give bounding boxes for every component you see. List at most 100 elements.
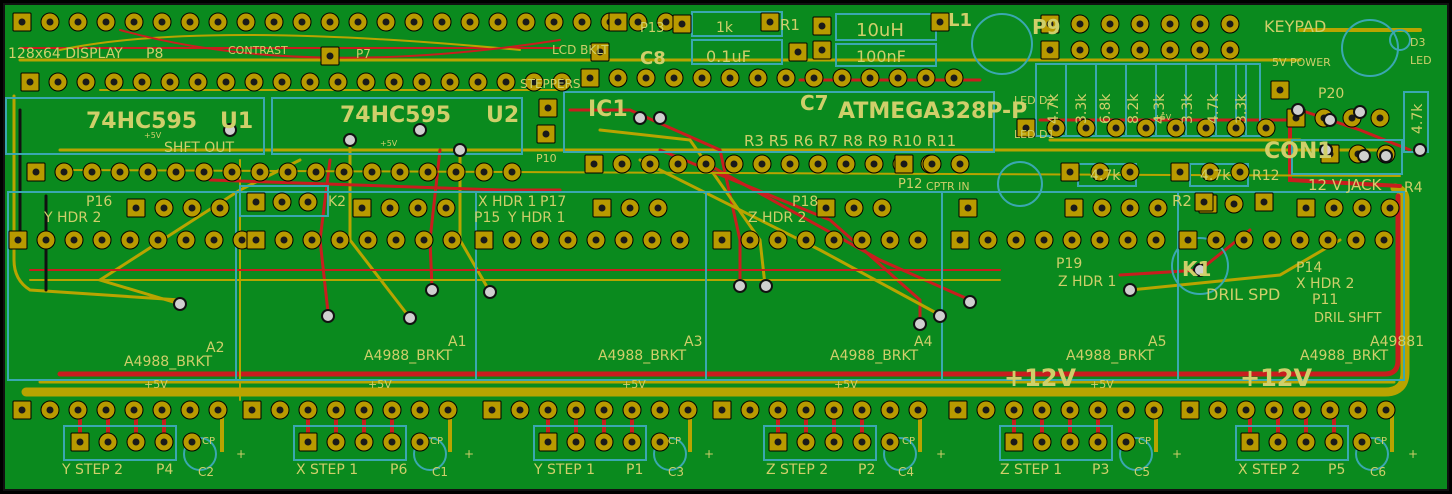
pad-drill bbox=[786, 160, 794, 168]
pad-drill bbox=[886, 406, 894, 414]
label-x-step1: X STEP 1 bbox=[296, 462, 358, 478]
pad-drill bbox=[684, 406, 692, 414]
pad-drill bbox=[360, 438, 368, 446]
pad-drill bbox=[600, 438, 608, 446]
via bbox=[759, 279, 773, 293]
label-y-step2: Y STEP 2 bbox=[61, 462, 123, 478]
pad-drill bbox=[298, 18, 306, 26]
label-l1: L1 bbox=[948, 10, 972, 31]
pad-drill bbox=[188, 204, 196, 212]
label-cp: CP bbox=[202, 436, 215, 447]
pad-drill bbox=[276, 406, 284, 414]
pad-drill bbox=[1324, 236, 1332, 244]
pad-drill bbox=[1076, 46, 1084, 54]
pad-drill bbox=[782, 74, 790, 82]
label-p16: P16 bbox=[86, 194, 112, 210]
pad-drill bbox=[646, 160, 654, 168]
pad-drill bbox=[678, 20, 686, 28]
pad-drill bbox=[1098, 204, 1106, 212]
label-con1: CON1 bbox=[1264, 139, 1333, 164]
pad-drill bbox=[340, 168, 348, 176]
pad-drill bbox=[1184, 236, 1192, 244]
pad-drill bbox=[326, 18, 334, 26]
pad-drill bbox=[446, 78, 454, 86]
pad-drill bbox=[186, 406, 194, 414]
keypad-resistor-value: 3.3k bbox=[1180, 93, 1196, 124]
pad-drill bbox=[858, 438, 866, 446]
pad-drill bbox=[774, 236, 782, 244]
pad-drill bbox=[1246, 438, 1254, 446]
label-r1: R1 bbox=[780, 16, 800, 34]
label-u2: U2 bbox=[486, 103, 519, 128]
pad-drill bbox=[444, 406, 452, 414]
pad-drill bbox=[578, 18, 586, 26]
pad-drill bbox=[270, 18, 278, 26]
keypad-resistor-value: 6.8k bbox=[1098, 93, 1114, 124]
pad-drill bbox=[618, 160, 626, 168]
label-d3: D3 bbox=[1410, 36, 1425, 49]
label-led-d2: LED D2 bbox=[1014, 94, 1055, 107]
pad-drill bbox=[308, 236, 316, 244]
pad-drill bbox=[74, 18, 82, 26]
pad-drill bbox=[336, 236, 344, 244]
label-dril-shft: DRIL SHFT bbox=[1314, 311, 1382, 326]
label-k1: K1 bbox=[1182, 257, 1211, 281]
pad-drill bbox=[818, 22, 826, 30]
pad-drill bbox=[238, 236, 246, 244]
via bbox=[403, 311, 417, 325]
label-x-hdr1: X HDR 1 bbox=[478, 194, 536, 210]
pad-drill bbox=[730, 160, 738, 168]
pad-drill bbox=[438, 18, 446, 26]
pad-drill bbox=[936, 18, 944, 26]
pad-drill bbox=[1172, 124, 1180, 132]
pad-drill bbox=[550, 18, 558, 26]
pad-drill bbox=[448, 236, 456, 244]
pad-drill bbox=[1112, 124, 1120, 132]
label-a5: A5 bbox=[1148, 334, 1166, 350]
via bbox=[483, 285, 497, 299]
pad-drill bbox=[416, 438, 424, 446]
pad-drill bbox=[564, 236, 572, 244]
label-cp: CP bbox=[1374, 436, 1387, 447]
label-p3: P3 bbox=[1092, 462, 1109, 478]
pad-drill bbox=[954, 406, 962, 414]
pad-drill bbox=[74, 406, 82, 414]
via bbox=[413, 123, 427, 137]
pad-drill bbox=[1232, 124, 1240, 132]
pad-drill bbox=[360, 406, 368, 414]
label-plus5v: +5V bbox=[834, 378, 858, 391]
keypad-resistor-value: 4.7k bbox=[1046, 93, 1062, 124]
pad-drill bbox=[774, 406, 782, 414]
pad-drill bbox=[718, 406, 726, 414]
pad-drill bbox=[656, 438, 664, 446]
pad-drill bbox=[88, 168, 96, 176]
pad-drill bbox=[656, 406, 664, 414]
pad-drill bbox=[1136, 20, 1144, 28]
pad-drill bbox=[1066, 168, 1074, 176]
pad-drill bbox=[614, 74, 622, 82]
pad-drill bbox=[620, 236, 628, 244]
label-p17: P17 bbox=[540, 194, 566, 210]
pad-drill bbox=[154, 236, 162, 244]
pad-drill bbox=[144, 168, 152, 176]
pad-drill bbox=[334, 78, 342, 86]
pad-drill bbox=[596, 48, 604, 56]
label-cp: CP bbox=[668, 436, 681, 447]
pad-drill bbox=[1142, 124, 1150, 132]
pad-drill bbox=[1296, 236, 1304, 244]
label-p1: P1 bbox=[626, 462, 643, 478]
pad-drill bbox=[1166, 46, 1174, 54]
via bbox=[1413, 143, 1427, 157]
label-x-hdr2: X HDR 2 bbox=[1296, 276, 1354, 292]
via bbox=[913, 317, 927, 331]
label-r12-value-b: 4.7k bbox=[1200, 168, 1231, 184]
pad-drill bbox=[70, 236, 78, 244]
pad-drill bbox=[1302, 438, 1310, 446]
via bbox=[633, 111, 647, 125]
pad-drill bbox=[1200, 198, 1208, 206]
via bbox=[1357, 149, 1371, 163]
keypad-resistor-value: 4.7k bbox=[1206, 93, 1222, 124]
pad-drill bbox=[256, 168, 264, 176]
pad-drill bbox=[1214, 406, 1222, 414]
